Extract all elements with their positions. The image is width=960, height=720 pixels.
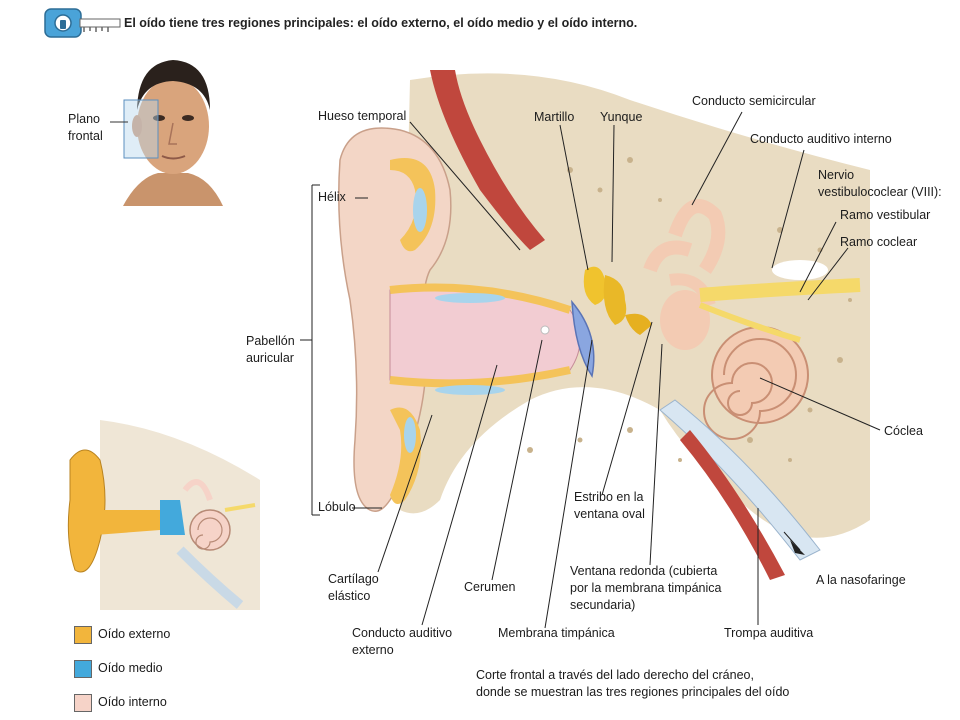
ear-overview-illustration	[60, 420, 260, 610]
legend-label: Oído interno	[98, 695, 167, 709]
ear-cross-section	[330, 40, 890, 600]
page-title: El oído tiene tres regiones principales:…	[124, 16, 638, 30]
caption-line-2: donde se muestran las tres regiones prin…	[476, 685, 790, 699]
label-cerumen: Cerumen	[464, 580, 516, 594]
label-lobulo: Lóbulo	[318, 500, 356, 514]
label-nasofaringe: A la nasofaringe	[816, 573, 906, 587]
label-ventana-3: secundaria)	[570, 598, 636, 612]
legend-swatch	[74, 626, 92, 644]
figure-caption: Corte frontal a través del lado derecho …	[476, 667, 789, 701]
label-membrana-timpanica: Membrana timpánica	[498, 626, 615, 640]
label-pabellon-2: auricular	[246, 351, 294, 365]
label-trompa-auditiva: Trompa auditiva	[724, 626, 814, 640]
label-estribo-1: Estribo en la	[574, 490, 644, 504]
label-conducto-externo-1: Conducto auditivo	[352, 626, 453, 640]
label-nervio-2: vestibulococlear (VIII):	[818, 185, 942, 199]
plano-frontal-label-2: frontal	[68, 129, 103, 143]
key-icon	[44, 8, 122, 38]
label-ventana-2: por la membrana timpánica	[570, 581, 722, 595]
label-nervio-1: Nervio	[818, 168, 855, 182]
label-ramo-coclear: Ramo coclear	[840, 235, 918, 249]
label-helix: Hélix	[318, 190, 346, 204]
label-estribo-2: ventana oval	[574, 507, 645, 521]
label-martillo: Martillo	[534, 110, 575, 124]
label-conducto-externo-2: externo	[352, 643, 394, 657]
legend-swatch	[74, 660, 92, 678]
label-ventana-1: Ventana redonda (cubierta	[570, 564, 718, 578]
label-hueso-temporal: Hueso temporal	[318, 109, 407, 123]
label-conducto-auditivo-interno: Conducto auditivo interno	[750, 132, 892, 146]
legend-swatch	[74, 694, 92, 712]
label-coclea: Cóclea	[884, 424, 923, 438]
plano-frontal-label-1: Plano	[68, 112, 100, 126]
caption-line-1: Corte frontal a través del lado derecho …	[476, 668, 754, 682]
label-pabellon-1: Pabellón	[246, 334, 295, 348]
label-conducto-semicircular: Conducto semicircular	[692, 94, 816, 108]
label-yunque: Yunque	[600, 110, 643, 124]
face-illustration	[118, 48, 228, 208]
legend-label: Oído medio	[98, 661, 163, 675]
label-cartilago-2: elástico	[328, 589, 371, 603]
label-cartilago-1: Cartílago	[328, 572, 379, 586]
label-ramo-vestibular: Ramo vestibular	[840, 208, 931, 222]
legend-label: Oído externo	[98, 627, 171, 641]
